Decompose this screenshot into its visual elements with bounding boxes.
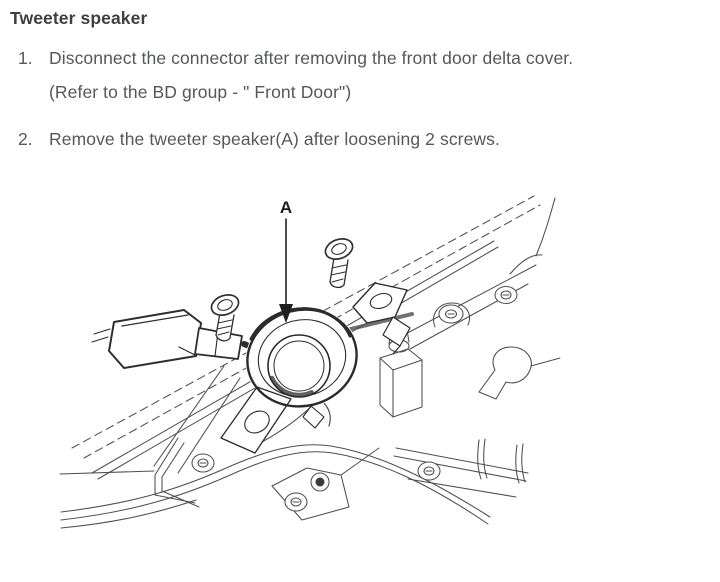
part-label-a: A	[280, 198, 292, 217]
tweeter-figure: A	[58, 186, 720, 538]
instruction-steps: 1. Disconnect the connector after removi…	[0, 41, 720, 156]
step-number: 1.	[18, 48, 33, 68]
step-line: Disconnect the connector after removing …	[49, 48, 574, 68]
step-text: Disconnect the connector after removing …	[49, 41, 573, 109]
manual-page: Tweeter speaker 1. Disconnect the connec…	[0, 8, 720, 538]
tweeter-speaker-illustration: A	[59, 195, 561, 529]
arrowhead-icon	[279, 304, 293, 323]
part-label-arrow: A	[279, 198, 293, 323]
step-text: Remove the tweeter speaker(A) after loos…	[49, 122, 500, 156]
page-title: Tweeter speaker	[10, 8, 148, 28]
screw-boss-drawing	[191, 285, 518, 512]
step-item-2: 2. Remove the tweeter speaker(A) after l…	[0, 122, 720, 156]
step-item-1: 1. Disconnect the connector after removi…	[0, 41, 720, 109]
screw-drawing	[210, 238, 354, 342]
door-panel-drawing	[59, 195, 561, 529]
step-line: Remove the tweeter speaker(A) after loos…	[49, 129, 500, 149]
step-line: (Refer to the BD group - " Front Door")	[49, 82, 352, 102]
step-number: 2.	[18, 129, 33, 149]
tweeter-speaker-drawing	[220, 282, 411, 454]
